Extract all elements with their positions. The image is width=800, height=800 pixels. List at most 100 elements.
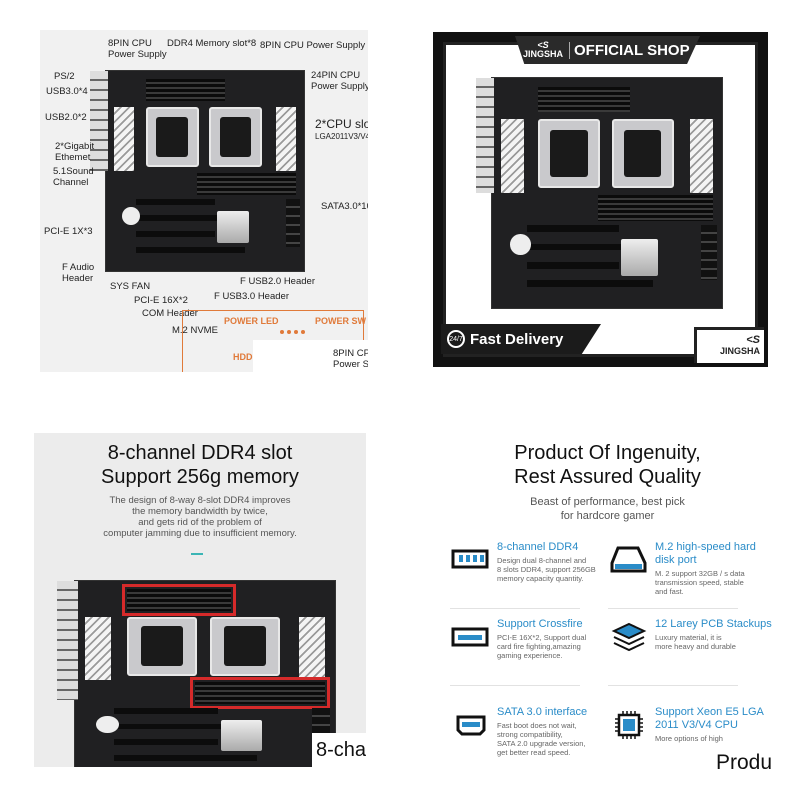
chipset-heatsink xyxy=(216,211,249,243)
pcie-slot xyxy=(114,723,257,730)
sata-ports xyxy=(701,225,718,281)
vrm-heatsink-left xyxy=(113,107,134,171)
cpu-socket-2 xyxy=(611,119,674,189)
label-8pin-cut: 8PIN CPLPower Su xyxy=(333,348,368,370)
cmos-battery xyxy=(121,207,140,225)
pin-dot xyxy=(287,330,291,334)
ram-slots-top xyxy=(538,87,630,113)
divider-accent xyxy=(191,553,203,555)
sata-ports xyxy=(286,199,301,247)
divider xyxy=(608,685,738,686)
usb-port-icon xyxy=(451,627,489,647)
motherboard-image xyxy=(475,77,723,309)
product-features-panel: Product Of Ingenuity,Rest Assured Qualit… xyxy=(440,433,775,775)
label-usb3: USB3.0*4 xyxy=(46,86,88,97)
pcie-slot xyxy=(114,707,218,714)
pin-dot xyxy=(301,330,305,334)
connector-line xyxy=(182,310,183,372)
label-fusb3: F USB3.0 Header xyxy=(214,291,289,302)
rear-io-ports xyxy=(475,78,495,193)
sata-port-icon xyxy=(456,715,486,736)
chipset-heatsink xyxy=(620,239,658,276)
feature-description: The design of 8-way 8-slot DDR4 improves… xyxy=(103,495,297,539)
cpu-chip-icon xyxy=(615,711,643,739)
rear-io-ports xyxy=(56,581,78,700)
feature-title: Support Crossfire xyxy=(497,618,583,630)
label-pcie-16x: PCI-E 16X*2 xyxy=(134,295,188,306)
feature-item: M.2 high-speed hard disk port M. 2 suppor… xyxy=(608,541,773,611)
pin-dot xyxy=(294,330,298,334)
pcie-slot xyxy=(526,262,619,269)
chipset-heatsink xyxy=(220,719,263,752)
fast-delivery-text: Fast Delivery xyxy=(470,330,564,348)
ram-slots-bottom xyxy=(189,677,330,709)
pcie-slot xyxy=(135,231,215,237)
ram-slots-top xyxy=(145,79,225,101)
product-title: Product Of Ingenuity,Rest Assured Qualit… xyxy=(514,442,701,488)
cmos-battery xyxy=(510,234,532,256)
ram-slots-bottom xyxy=(197,173,297,195)
pcie-slot xyxy=(526,225,619,233)
rear-io-ports xyxy=(90,71,108,171)
pcie-slot xyxy=(526,243,653,251)
label-power-sw: POWER SW xyxy=(315,316,366,326)
fast-delivery-badge: 24/7 Fast Delivery xyxy=(441,324,601,354)
cut-off-text: Produ xyxy=(712,745,775,775)
pcie-slot xyxy=(526,280,653,288)
label-sys-fan: SYS FAN xyxy=(110,281,151,292)
cpu-socket-2 xyxy=(208,107,263,167)
vrm-heatsink-right xyxy=(298,616,325,680)
feature-desc: Fast boot does not wait,strong compatibi… xyxy=(497,721,586,757)
vrm-heatsink-left xyxy=(85,616,112,680)
connector-line xyxy=(182,310,364,311)
divider xyxy=(450,608,580,609)
vrm-heatsink-left xyxy=(501,119,525,193)
feature-title: M.2 high-speed hard disk port xyxy=(655,541,756,566)
pcie-slot xyxy=(135,199,215,205)
label-pcie-1x: PCI-E 1X*3 xyxy=(44,226,93,237)
cpu-socket-1 xyxy=(538,119,601,189)
label-ddr4: DDR4 Memory slot*8 xyxy=(167,38,257,49)
label-m2: M.2 NVME xyxy=(172,325,218,336)
divider xyxy=(450,685,580,686)
feature-title: 12 Larey PCB Stackups xyxy=(655,618,772,630)
divider xyxy=(608,608,738,609)
cmos-battery xyxy=(95,715,120,734)
motherboard-image xyxy=(90,70,305,272)
pcie-slot xyxy=(135,247,245,253)
feature-title: 8-channel DDR4 xyxy=(497,541,579,553)
label-hdd: HDD xyxy=(233,352,253,362)
layers-icon xyxy=(611,622,647,652)
pcie-slot xyxy=(114,739,218,746)
overlay-card xyxy=(253,340,368,372)
ram-slots-bottom xyxy=(597,195,713,221)
label-power-led: POWER LED xyxy=(224,316,279,326)
official-shop-text: OFFICIAL SHOP xyxy=(569,41,690,59)
pcie-slot xyxy=(135,215,245,221)
cpu-socket-1 xyxy=(127,616,198,677)
label-ps2: PS/2 xyxy=(54,71,75,82)
vrm-heatsink-right xyxy=(689,119,713,193)
